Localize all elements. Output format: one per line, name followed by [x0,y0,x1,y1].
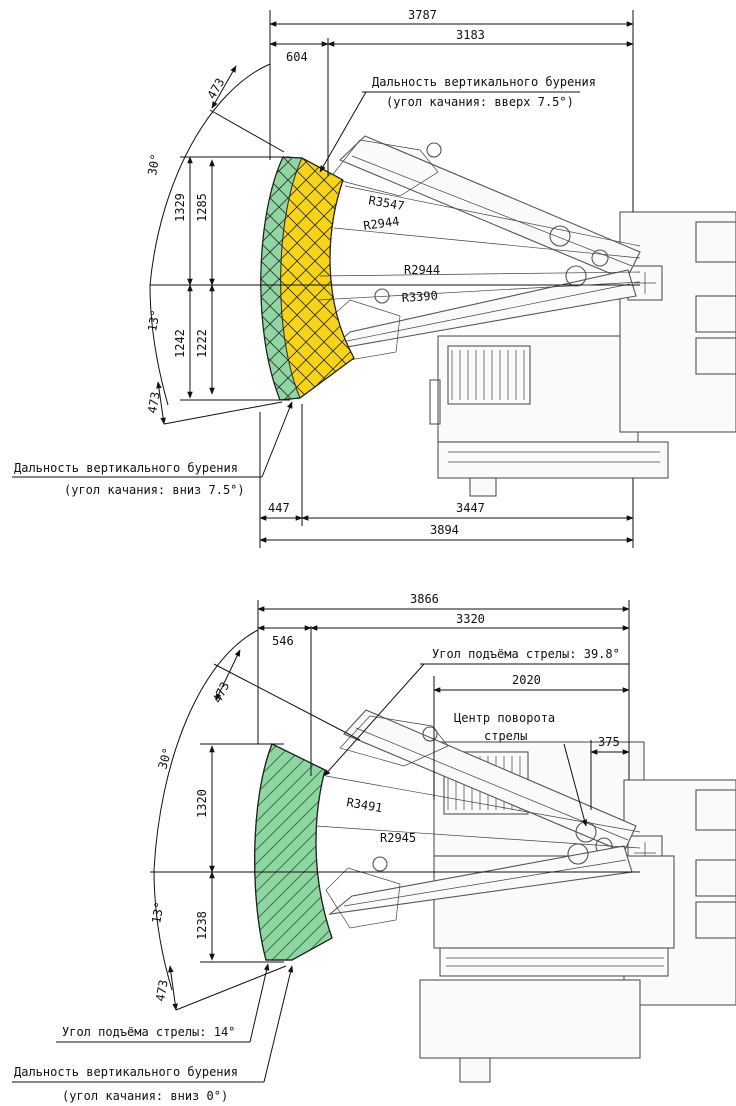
dim-down-bottom: 1238 [195,911,209,940]
label-up-range-line2: (угол качания: вверх 7.5°) [386,95,574,109]
radius-line-r3491 [325,775,641,833]
radius-line-r3547 [344,185,641,247]
radius-r3491: R3491 [345,795,383,815]
dim-upper-small-bottom: 473 [210,680,232,706]
coverage-zone-top [260,156,355,401]
top-diagram: 3787 3183 604 1329 1285 1242 1222 473 47… [12,8,736,548]
dim-left-top-b: 546 [272,634,294,648]
angle-down-top: 13° [145,309,163,333]
dim-total-bottom: 3894 [430,523,459,537]
dim-down-outer-top: 1242 [173,329,187,358]
bottom-diagram: 3866 3320 546 2020 375 1320 1238 473 473… [12,592,736,1103]
label-pivot-line2: стрелы [484,729,527,743]
label-down-range-line1: Дальность вертикального бурения [14,461,238,475]
radius-r2944-a: R2944 [362,214,400,233]
dim-total-top: 3787 [408,8,437,22]
angle-down-bottom: 13° [149,901,167,925]
machine-bottom [419,741,736,1083]
dim-down-inner-top: 1222 [195,329,209,358]
angle-arc-top [149,63,271,406]
label-pivot-line1: Центр поворота [454,711,555,725]
radius-r2945: R2945 [380,831,416,845]
dim-lower-small-bottom: 473 [153,979,171,1003]
label-down-range-line2: (угол качания: вниз 7.5°) [64,483,245,497]
dim-up-bottom: 1320 [195,789,209,818]
dim-right-top: 3183 [456,28,485,42]
label-range-bottom-line1: Дальность вертикального бурения [14,1065,238,1079]
machine-top [429,211,736,497]
dim-pivot-offset: 375 [598,735,620,749]
dim-right-top-b: 3320 [456,612,485,626]
angle-up-top: 30° [145,153,163,177]
label-lift-max: Угол подъёма стрелы: 39.8° [432,647,620,661]
label-lift-min: Угол подъёма стрелы: 14° [62,1025,235,1039]
dim-up-outer-top: 1329 [173,193,187,222]
dim-left-bottom: 447 [268,501,290,515]
dim-total-top-b: 3866 [410,592,439,606]
radius-r3547: R3547 [367,193,405,213]
dim-up-inner-top: 1285 [195,193,209,222]
dim-boom-offset: 2020 [512,673,541,687]
dim-lower-small-top: 473 [145,391,163,415]
label-range-bottom-line2: (угол качания: вниз 0°) [62,1089,228,1103]
angle-up-bottom: 30° [155,746,174,771]
radius-r3390: R3390 [401,289,438,305]
radius-r2944-b: R2944 [404,263,440,277]
label-up-range-line1: Дальность вертикального бурения [372,75,596,89]
dim-right-bottom: 3447 [456,501,485,515]
boom-upper-top [329,135,641,281]
dim-left-top: 604 [286,50,308,64]
